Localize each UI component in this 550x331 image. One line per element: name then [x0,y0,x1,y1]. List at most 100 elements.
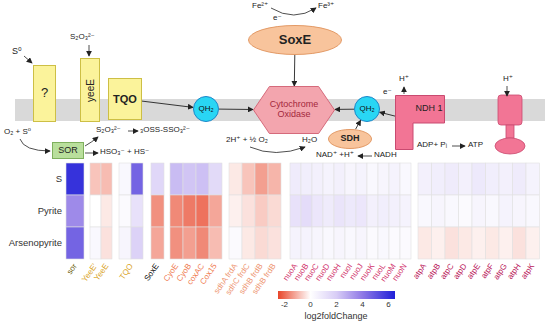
transporter-box: yeeE [80,58,100,122]
heatmap-cell [255,195,268,227]
heatmap-cell [345,227,356,259]
gene-label: atpG [492,261,509,280]
heatmap-cell [445,227,459,259]
chemical-label: S₂O₃²⁻ [96,126,121,135]
legend-tick: 6 [386,301,390,310]
heatmap-cell [209,227,222,259]
heatmap-cell [131,227,143,259]
gene-label: atpB [425,261,442,280]
heatmap-cell [209,195,222,227]
gene-label: atpK [520,261,537,280]
heatmap-cell [486,195,500,227]
reaction-arrow [128,131,138,132]
reaction-arrow [85,153,98,154]
heatmap-cell [101,163,112,195]
heatmap-cell [312,163,323,195]
heatmap-cell [356,195,367,227]
heatmap-cell [170,195,183,227]
node-text-area: ? [35,67,54,120]
heatmap-cell [183,227,196,259]
electron-flow-arrow [356,120,361,129]
node-text: TQO [113,93,137,105]
node-text-area: QH₂ [195,98,217,120]
heatmap-cell [400,195,411,227]
reaction-arrow [358,156,372,157]
chemical-label: HSO₃⁻ + HS⁻ [100,148,149,157]
chemical-label: 2H⁺ + ½ O₂ [226,136,268,145]
heatmap-cell [183,195,196,227]
heatmap-cell [119,195,131,227]
heatmap-cell [526,227,540,259]
heatmap-cell [526,195,540,227]
chemical-label: H⁺ [503,75,513,84]
transporter-box-fill [81,59,100,122]
heatmap-cell [290,227,301,259]
gene-label: TQO [117,261,134,280]
heatmap-cell [432,195,446,227]
heatmap-cell [268,195,281,227]
heatmap-cell [131,163,143,195]
heatmap-cell [389,195,400,227]
heatmap-cell [101,195,112,227]
protein-oval: SoxE [248,25,342,55]
heatmap-cell [255,227,268,259]
enzyme-box-fill [53,143,84,159]
heatmap-cell [418,163,432,195]
heatmap-cell [196,195,209,227]
heatmap-cell [301,195,312,227]
gene-label: atpC [438,261,455,280]
reaction-arrow [85,137,98,146]
heatmap-cell [459,195,473,227]
chemical-label: ATP [468,141,483,150]
heatmap-cell [101,227,112,259]
heatmap-cell [66,163,84,195]
heatmap-cell [323,227,334,259]
heatmap-cell [229,195,242,227]
proton-arrow [507,86,508,96]
chemical-label: O₂ + S⁰ [4,128,31,137]
node-text-area: SOR [54,144,82,157]
chemical-label: H⁺ [399,75,409,84]
legend-tick: 4 [360,301,364,310]
heatmap-cell [367,195,378,227]
node-text: SoxE [279,33,312,47]
enzyme-box: TQO [108,78,142,120]
protein-oval-fill [329,130,372,149]
heatmap-cell [229,163,242,195]
quinol-circle-fill [355,97,380,122]
heatmap-cell [301,163,312,195]
electron-flow-arrow [335,109,354,110]
heatmap-cell [242,195,255,227]
heatmap-cell [334,163,345,195]
gene-label: sor [65,261,79,275]
heatmap-cell [119,227,131,259]
heatmap-cell [334,227,345,259]
legend-tick: 2 [334,301,338,310]
chemical-label: NAD⁺ +H⁺ [316,151,354,160]
node-text: QH₂ [198,105,213,114]
atp-synthase-fo [498,95,522,125]
protein-oval: SDH [328,129,372,149]
node-text: yeeE [85,79,96,102]
heatmap-cell [345,195,356,227]
heatmap-cell [356,163,367,195]
node-text: SDH [340,134,359,144]
heatmap-cell [445,163,459,195]
heatmap-cell [66,227,84,259]
quinol-circle: QH₂ [193,96,219,122]
node-text-area: Cytochrome Oxidase [263,88,325,132]
heatmap-cell [242,163,255,195]
electron-flow-arrow [219,109,253,110]
enzyme-box: SOR [52,142,84,159]
heatmap-cell [242,227,255,259]
chemical-label: NADH [374,151,397,160]
heatmap-cell [367,163,378,195]
node-text: QH₂ [359,105,374,114]
heatmap-cell [389,163,400,195]
legend-tick: 0 [308,301,312,310]
heatmap-cell [312,195,323,227]
heatmap-cell [418,195,432,227]
heatmap-cell [170,227,183,259]
heatmap-cell [301,227,312,259]
transporter-box-fill [34,66,56,122]
